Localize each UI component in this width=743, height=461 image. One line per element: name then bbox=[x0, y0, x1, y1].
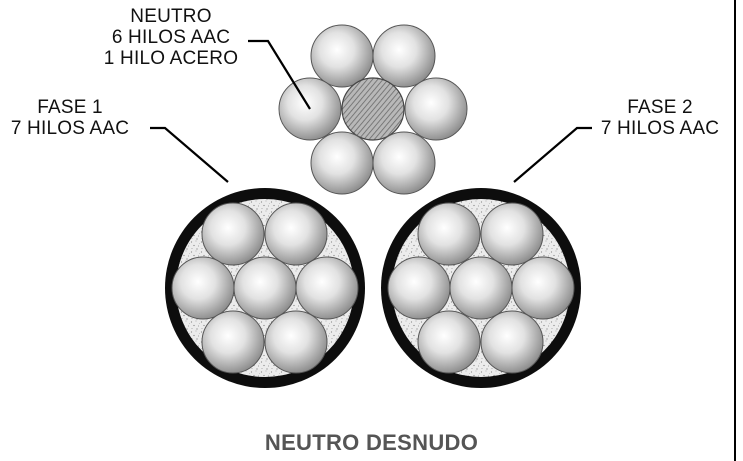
neutral-steel-core bbox=[341, 77, 405, 141]
fase-2-label-line2: 7 HILOS AAC bbox=[600, 118, 720, 139]
neutral-strand bbox=[310, 24, 374, 88]
phase-1-strand bbox=[264, 310, 328, 374]
neutro-label-line3: 1 HILO ACERO bbox=[103, 48, 239, 69]
phase-1-strand bbox=[201, 202, 265, 266]
phase-1-strand bbox=[233, 256, 297, 320]
fase-1-leader-line bbox=[150, 126, 229, 183]
phase-2-strand bbox=[387, 256, 451, 320]
fase-2-leader-line bbox=[513, 126, 592, 183]
leader-lines bbox=[150, 39, 592, 183]
neutro-label-line2: 6 HILOS AAC bbox=[111, 27, 231, 48]
phase-2-strand bbox=[480, 202, 544, 266]
diagram-caption: NEUTRO DESNUDO bbox=[264, 430, 479, 455]
fase-1-label: FASE 1 7 HILOS AAC bbox=[0, 97, 140, 139]
phase-1-conductor bbox=[165, 188, 365, 388]
phase-2-strand bbox=[449, 256, 513, 320]
phase-2-strand bbox=[417, 202, 481, 266]
neutral-strand bbox=[404, 77, 468, 141]
neutral-strand bbox=[310, 131, 374, 195]
neutral-strand bbox=[372, 24, 436, 88]
fase-1-label-line2: 7 HILOS AAC bbox=[10, 118, 130, 139]
phase-2-conductor bbox=[381, 188, 581, 388]
neutro-label: NEUTRO 6 HILOS AAC 1 HILO ACERO bbox=[96, 6, 246, 69]
fase-1-label-line1: FASE 1 bbox=[37, 97, 103, 118]
fase-2-label-line1: FASE 2 bbox=[627, 97, 693, 118]
neutro-label-line1: NEUTRO bbox=[130, 6, 212, 27]
neutral-conductor bbox=[278, 24, 468, 195]
page-border bbox=[734, 0, 736, 461]
phase-2-strand bbox=[417, 310, 481, 374]
phase-1-strand bbox=[201, 310, 265, 374]
phase-1-strand bbox=[295, 256, 359, 320]
fase-2-label: FASE 2 7 HILOS AAC bbox=[595, 97, 725, 139]
phase-1-strand bbox=[171, 256, 235, 320]
neutro-leader-line bbox=[248, 39, 311, 110]
phase-2-strand bbox=[511, 256, 575, 320]
phase-2-strand bbox=[480, 310, 544, 374]
phase-1-strand bbox=[264, 202, 328, 266]
neutral-strand bbox=[372, 131, 436, 195]
